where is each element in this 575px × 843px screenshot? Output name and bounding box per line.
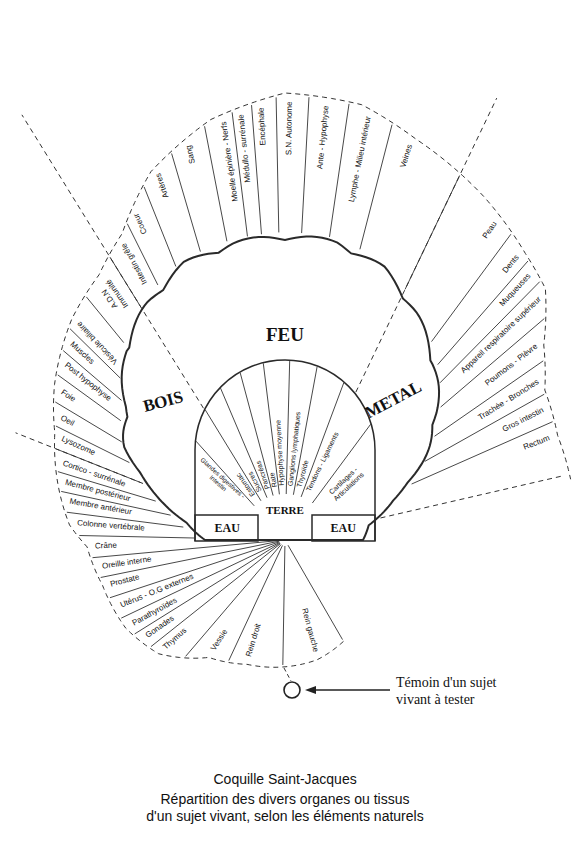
sector-line: [440, 282, 540, 383]
sector-line: [172, 154, 201, 252]
arrow-head: [305, 686, 316, 694]
element-box: EAU: [312, 515, 375, 541]
organ-label: Sang: [184, 144, 197, 164]
organ-label: Colonne vertébrale: [76, 519, 144, 533]
dashed-line: [53, 93, 570, 667]
organ-label: Rectum: [522, 434, 551, 452]
sector-line: [56, 426, 129, 463]
organ-label: Crâne: [95, 541, 117, 551]
organ-label: Coeur: [132, 212, 149, 235]
organ-label: Prostate: [110, 573, 141, 589]
organ-label: Cartilages - Articulations: [319, 458, 372, 509]
shell-outline: TERRE EAU EAU FEU BOIS METAL: [110, 225, 460, 547]
sector-line: [121, 543, 279, 619]
organ-label: Appareil respiratoire supérieur: [459, 295, 543, 375]
sector-line: [283, 546, 285, 665]
organ-label: Médullo - surrénale: [238, 114, 254, 183]
organ-label: Peau: [481, 220, 499, 240]
sector-line: [79, 536, 194, 539]
organ-label: Dents: [501, 253, 521, 275]
organ-label: Ante - Hypophyse: [316, 105, 331, 169]
element-name: EAU: [331, 522, 356, 535]
organ-label: A.D.N Immunité: [97, 276, 132, 316]
organ-label: Oreille interne: [102, 555, 153, 571]
pointer-arrow: [312, 689, 390, 690]
organ-label: Artères: [155, 172, 172, 199]
element-name: TERRE: [266, 504, 304, 516]
sector-line: [441, 319, 545, 408]
witness-circle: [284, 682, 300, 698]
dashed-line: [356, 98, 497, 392]
organ-label: Rein droit: [245, 623, 263, 658]
sector-line: [186, 545, 281, 657]
sector-line: [302, 97, 309, 233]
element-box-path: [312, 515, 375, 541]
dashed-line: [22, 115, 204, 408]
organ-label: S.N. Autonome: [285, 101, 294, 155]
sector-line: [93, 541, 280, 558]
element-region: TERRE: [190, 355, 380, 545]
sector-line: [144, 187, 176, 267]
element-region-shape: [190, 355, 380, 545]
organ-label: Lymphe - Milieu intérieur: [348, 116, 374, 203]
dashed-line: [284, 668, 291, 681]
organ-label: Oeil: [59, 414, 76, 429]
callout-text: Témoin d'un sujet vivant à tester: [396, 675, 528, 709]
element-box-path: [195, 515, 258, 541]
sector-line: [405, 176, 460, 290]
sector-line: [329, 104, 349, 237]
organ-label: Vessie: [209, 628, 229, 653]
organ-label: Muscles: [68, 340, 96, 366]
sector-line: [276, 97, 279, 232]
organ-label: Hypophyse moyenne: [275, 420, 286, 486]
title-text: Coquille Saint-Jacques: [214, 772, 357, 787]
organ-label: Gros intestin: [501, 406, 545, 434]
caption-text: Répartition des divers organes ou tissus…: [105, 791, 465, 825]
element-name: METAL: [362, 377, 425, 422]
sector-line: [288, 545, 343, 639]
element-region-path: [195, 360, 375, 541]
element-name: BOIS: [141, 388, 185, 417]
organ-label: Moelle épinière - Nerfs: [220, 121, 240, 202]
organ-label: Intestin grêle: [120, 241, 150, 285]
organ-label: Foie: [58, 388, 76, 404]
organ-label: Thymus: [162, 626, 189, 652]
organ-label: Rein gauche: [299, 607, 319, 653]
organ-label: Lysozome: [60, 435, 97, 458]
organ-label: Encéphale: [258, 107, 269, 145]
element-name: EAU: [215, 522, 240, 535]
shell-outline-path: [122, 237, 439, 540]
sector-line: [110, 542, 279, 598]
organ-label: Veines: [400, 143, 416, 169]
element-name: FEU: [266, 325, 304, 346]
element-box: EAU: [195, 515, 258, 541]
